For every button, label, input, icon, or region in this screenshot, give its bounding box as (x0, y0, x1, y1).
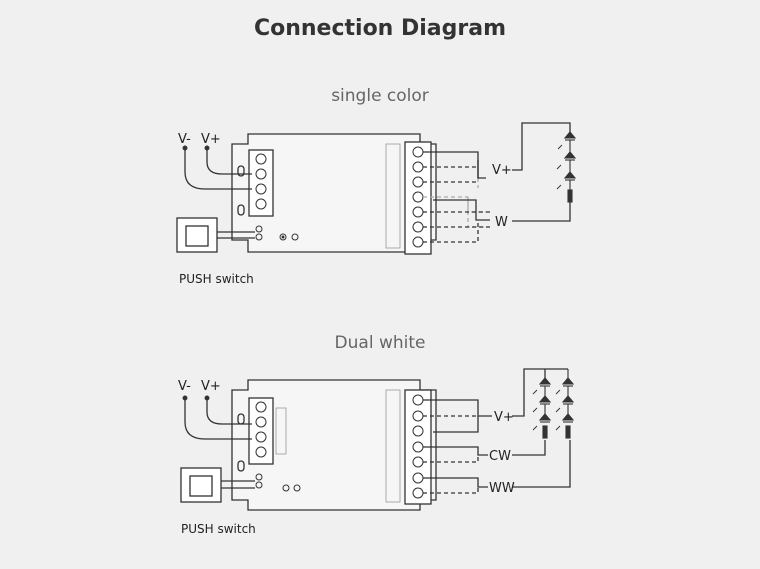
output-label-vpos: V+ (492, 163, 512, 178)
led-string-ww (555, 369, 575, 439)
diagram-1-subtitle: single color (331, 86, 429, 106)
input-wire-vneg (184, 398, 252, 440)
led-string-cw (532, 377, 552, 439)
push-switch-label: PUSH switch (181, 522, 256, 536)
output-terminal-block (404, 141, 432, 255)
input-label-vpos: V+ (201, 379, 221, 394)
input-wire-vpos (206, 398, 252, 425)
output-label-w: W (495, 215, 508, 230)
input-label-vneg: V- (178, 379, 191, 394)
output-label-cw: CW (489, 449, 511, 464)
dual-white-wiring-diagram: V- V+ V+ CW WW PUSH switch (178, 368, 575, 536)
input-wire-vneg (184, 148, 252, 190)
input-label-vpos: V+ (201, 132, 221, 147)
input-terminal-block (248, 149, 274, 217)
input-wire-vpos (206, 148, 252, 175)
diagram-2-subtitle: Dual white (334, 333, 426, 353)
input-label-vneg: V- (178, 132, 191, 147)
single-color-wiring-diagram: V- V+ V+ W PUSH switch (176, 122, 577, 286)
output-label-vpos: V+ (494, 410, 514, 425)
page-title: Connection Diagram (253, 16, 507, 41)
input-terminal-block (248, 397, 274, 465)
push-switch-label: PUSH switch (179, 272, 254, 286)
led-string (556, 131, 577, 203)
output-label-ww: WW (489, 481, 515, 496)
